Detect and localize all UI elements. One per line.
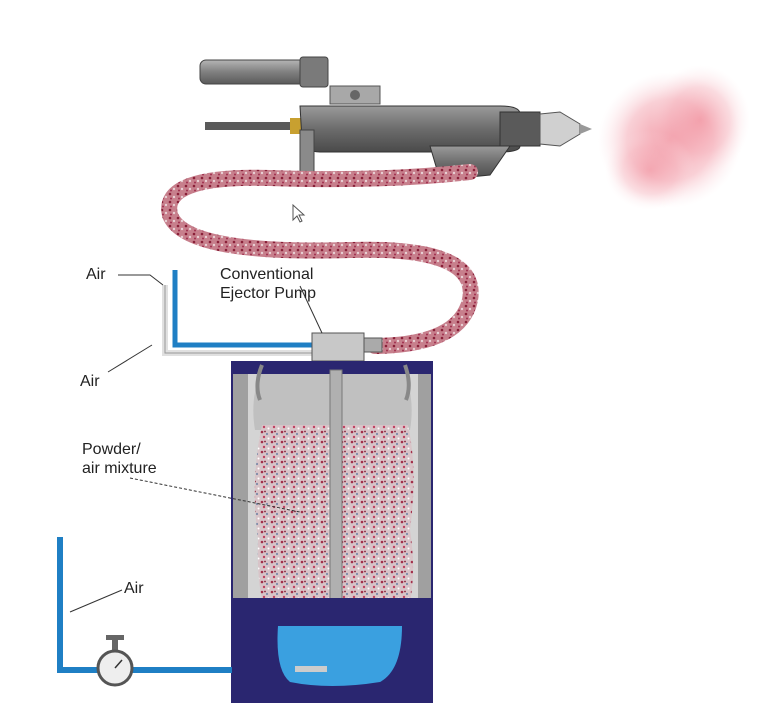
ejector-pump xyxy=(311,332,383,362)
powder-hopper xyxy=(231,361,433,703)
label-pump-line2: Ejector Pump xyxy=(220,285,317,302)
label-pump-line1: Conventional xyxy=(220,266,314,283)
spray-gun xyxy=(199,56,592,181)
label-mix-line1: Powder/ xyxy=(82,441,141,458)
label-air-bottom: Air xyxy=(124,580,144,597)
cursor-icon xyxy=(292,203,306,223)
air-line-top xyxy=(162,270,312,356)
label-mix-line2: air mixture xyxy=(82,460,157,477)
label-air-left: Air xyxy=(80,373,100,390)
air-line-bottom xyxy=(57,537,232,673)
label-powder-air-mixture: Powder/ air mixture xyxy=(82,440,157,478)
label-air-top: Air xyxy=(86,266,106,283)
fluidizing-bed xyxy=(277,626,402,686)
powder-hose xyxy=(161,164,479,354)
leader-lines xyxy=(69,274,323,613)
spray-cloud xyxy=(598,65,750,210)
label-ejector-pump: Conventional Ejector Pump xyxy=(220,265,316,303)
gauge-icon xyxy=(96,635,134,687)
